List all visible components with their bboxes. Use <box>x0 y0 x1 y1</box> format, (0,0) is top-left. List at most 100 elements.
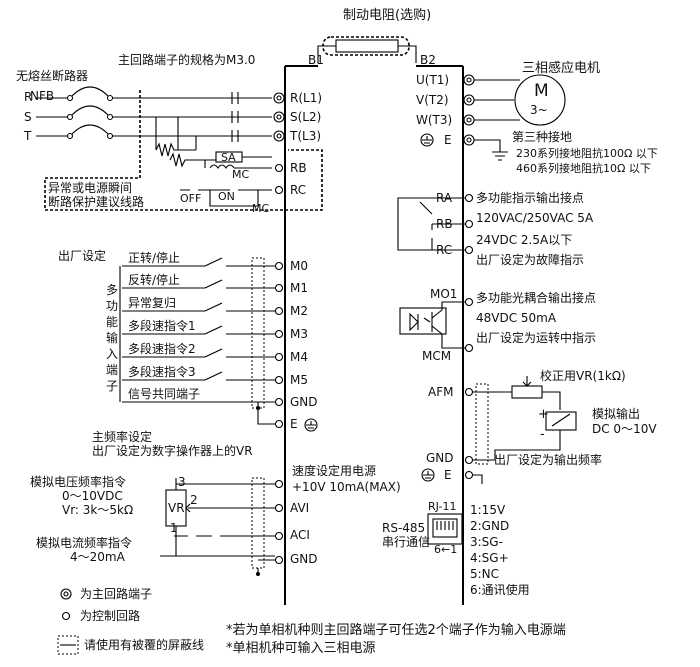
photo-spec: 48VDC 50mA <box>476 311 557 325</box>
motor-m: M <box>534 81 549 101</box>
note-1: *若为单相机种则主回路端子可任选2个端子作为输入电源端 <box>226 622 566 638</box>
afm-label: AFM <box>428 385 453 399</box>
b1-label: B1 <box>308 53 324 67</box>
analog-cur-title: 模拟电流频率指令 <box>36 535 132 550</box>
brake-title: 制动电阻(选购) <box>343 7 431 23</box>
terminal-t-l3: T(L3) <box>289 129 321 143</box>
afm-out2: DC 0～10V <box>592 422 657 436</box>
input-item-m4: 多段速指令2 <box>128 341 196 356</box>
freq-line2: 出厂设定为数字操作器上的VR <box>92 443 253 458</box>
relay-ac-spec: 120VAC/250VAC 5A <box>476 211 594 225</box>
rs485-title: RS-485 <box>382 521 425 535</box>
relay-ra: RA <box>436 191 453 205</box>
vr-pin1: 1 <box>170 521 178 535</box>
analog-circuit <box>160 477 284 576</box>
phase-t-label: T <box>23 129 32 143</box>
svg-text:2:GND: 2:GND <box>470 519 509 533</box>
photo-title: 多功能光耦合输出接点 <box>476 290 596 305</box>
nfb-label: NFB <box>30 89 54 103</box>
earth-line2: 460系列接地阻抗10Ω 以下 <box>516 161 651 175</box>
protect-line2: 断路保护建议线路 <box>48 194 144 209</box>
terminal-rb: RB <box>290 161 307 175</box>
protect-line1: 异常或电源瞬间 <box>48 181 132 195</box>
terminal-aci: ACI <box>290 528 310 542</box>
photo-mo1: MO1 <box>430 287 457 301</box>
terminal-u-t1: U(T1) <box>416 73 449 87</box>
svg-text:1:15V: 1:15V <box>470 503 506 517</box>
analog-src2: +10V 10mA(MAX) <box>292 480 401 494</box>
afm-earth-icon <box>421 468 435 482</box>
input-terminals <box>273 92 285 142</box>
photo-note: 出厂设定为运转中指示 <box>476 330 596 345</box>
terminal-rc: RC <box>290 183 306 197</box>
relay-note: 出厂设定为故障指示 <box>476 252 584 267</box>
sa-label: SA <box>221 151 236 164</box>
afm-out1: 模拟输出 <box>592 406 640 421</box>
terminal-m3: M3 <box>290 327 308 341</box>
svg-text:输: 输 <box>106 330 118 345</box>
terminal-gnd: GND <box>290 395 318 409</box>
input-item-m2: 异常复归 <box>128 296 176 310</box>
terminal-v-t2: V(T2) <box>416 93 449 107</box>
motor-title: 三相感应电机 <box>522 60 600 76</box>
b2-label: B2 <box>420 53 436 67</box>
svg-text:子: 子 <box>106 379 118 393</box>
photocoupler <box>399 297 474 353</box>
breaker-contacts <box>36 86 272 142</box>
svg-text:入: 入 <box>106 347 118 361</box>
analog-cur-range: 4～20mA <box>70 550 126 564</box>
analog-src1: 速度设定用电源 <box>292 463 376 478</box>
svg-text:4:SG+: 4:SG+ <box>470 551 509 565</box>
relay-contacts <box>397 193 474 255</box>
brake-resistor <box>335 39 399 53</box>
terminal-m0: M0 <box>290 259 308 273</box>
vr-pin3: 3 <box>178 475 186 489</box>
legend-main-terminal-icon <box>60 588 72 600</box>
rs485-sub: 串行通信 <box>382 535 430 549</box>
svg-text:6:通讯使用: 6:通讯使用 <box>470 582 530 597</box>
legend-control-label: 为控制回路 <box>80 608 140 623</box>
left-earth-icon <box>304 418 318 432</box>
legend-control-icon <box>61 611 71 621</box>
mc-label-1: MC <box>232 168 249 181</box>
svg-text:功: 功 <box>106 299 118 313</box>
input-item-common: 信号共同端子 <box>128 387 200 401</box>
breaker-label: 无熔丝断路器 <box>16 68 88 83</box>
afm-circuit <box>464 376 577 484</box>
mc-label-2: MC <box>252 202 269 215</box>
rj11-pin-mark: 6←1 <box>434 543 457 556</box>
photo-mcm: MCM <box>422 349 451 363</box>
svg-text:端: 端 <box>106 363 118 377</box>
svg-text:多: 多 <box>106 283 118 297</box>
inputs-factory-label: 出厂设定 <box>58 248 106 263</box>
terminal-m4: M4 <box>290 350 308 364</box>
analog-vr-spec: Vr: 3k～5kΩ <box>62 503 133 517</box>
terminal-r-l1: R(L1) <box>290 91 322 105</box>
legend-main-label: 为主回路端子 <box>80 586 152 601</box>
rj11-port <box>427 513 463 545</box>
vr-pin2: 2 <box>190 493 198 507</box>
input-item-m0: 正转/停止 <box>128 250 180 265</box>
svg-text:3:SG-: 3:SG- <box>470 535 503 549</box>
freq-line1: 主频率设定 <box>92 429 152 444</box>
afm-gnd: GND <box>426 451 454 465</box>
analog-volt-title: 模拟电压频率指令 <box>30 474 126 489</box>
legend-shield-label: 请使用有被覆的屏蔽线 <box>84 637 204 652</box>
terminal-m1: M1 <box>290 281 308 295</box>
phase-s-label: S <box>24 110 32 124</box>
terminal-s-l2: S(L2) <box>290 110 321 124</box>
protection-circuit <box>44 90 323 211</box>
vr-label: VR <box>168 501 185 515</box>
afm-note: 出厂设定为输出频率 <box>494 452 602 467</box>
rj11-label: RJ-11 <box>428 500 456 513</box>
terminal-w-t3: W(T3) <box>416 113 452 127</box>
earth-line1: 230系列接地阻抗100Ω 以下 <box>516 146 658 160</box>
afm-plus: + <box>538 407 549 422</box>
inputs-side-label: 多 功 能 输 入 端 子 <box>106 283 118 393</box>
earth-title: 第三种接地 <box>512 129 572 144</box>
afm-minus: - <box>540 427 545 442</box>
terminal-m2: M2 <box>290 304 308 318</box>
input-item-m5: 多段速指令3 <box>128 364 196 379</box>
input-item-m3: 多段速指令1 <box>128 318 196 333</box>
